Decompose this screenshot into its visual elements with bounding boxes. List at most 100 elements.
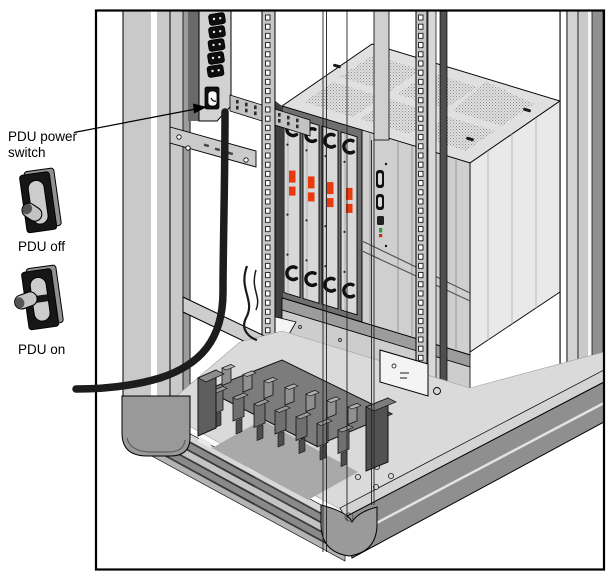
- floor-screw: [372, 483, 380, 491]
- switch-paddle-off: [21, 202, 43, 222]
- bracket-hole: [287, 115, 290, 120]
- switch-mark: [210, 97, 217, 102]
- bracket-screw-hole: [176, 134, 182, 140]
- floor-screw: [354, 473, 362, 481]
- frame-right-dark: [591, 10, 604, 401]
- bracket-hole: [254, 105, 257, 110]
- interior-rail: [359, 239, 471, 294]
- rack-frame-right: [559, 10, 605, 401]
- frame-right-white: [561, 11, 566, 400]
- frame-right-stripe: [588, 11, 592, 400]
- dsub-inner: [378, 197, 382, 207]
- pdu-outlet: [206, 50, 226, 66]
- paddle-tip: [15, 297, 25, 309]
- panel-screw: [298, 325, 302, 329]
- pdu-outlet: [206, 63, 225, 79]
- dsub-inner: [378, 173, 382, 185]
- box-screw: [433, 387, 441, 395]
- breaker-endcap-left-top: [197, 369, 225, 383]
- rack-frame-left: [122, 10, 191, 401]
- callout-text-line1: PDU power: [8, 129, 78, 144]
- frame-right-band: [568, 11, 577, 400]
- signal-cable: [253, 269, 259, 311]
- bracket-holes: [236, 99, 299, 129]
- bracket-mark: [203, 143, 210, 148]
- mounting-rail-right-holes: [416, 11, 427, 460]
- interior-rail: [359, 249, 471, 302]
- vent-panel: [453, 81, 534, 126]
- vent-panel: [417, 116, 495, 151]
- box-detail: [391, 363, 397, 369]
- latch-mark: [466, 136, 474, 142]
- bracket-hole: [254, 111, 257, 116]
- io-panel: [369, 134, 457, 349]
- small-connector: [377, 216, 384, 225]
- bracket-hole: [296, 118, 299, 123]
- pdu-shadow: [188, 11, 199, 121]
- front-rail: [373, 10, 390, 141]
- breaker-shadow: [212, 420, 358, 500]
- chassis-side-panel: [469, 100, 561, 353]
- bracket-hole: [296, 124, 299, 129]
- base-left-foot-lip: [126, 437, 186, 453]
- corner-cap-hole: [344, 512, 354, 522]
- floor-screw: [387, 472, 395, 480]
- switch-on-icon: [14, 264, 64, 331]
- bracket-hole: [245, 108, 248, 113]
- rail-band-dark: [439, 10, 448, 416]
- signal-cable: [243, 265, 258, 342]
- rack-base: [121, 330, 605, 562]
- figure-border: [94, 9, 606, 571]
- latch-mark: [523, 107, 531, 113]
- frame-left-stripe: [151, 11, 157, 400]
- leader-line: [73, 108, 197, 134]
- bracket-hole: [278, 113, 281, 117]
- base-corner-cap: [320, 504, 378, 557]
- bracket-hole: [236, 105, 239, 110]
- switch-rocker: [207, 90, 218, 107]
- bracket-hole: [287, 121, 290, 126]
- box-detail: [400, 372, 409, 374]
- electrical-box: [379, 349, 441, 397]
- callout-pdu-power-switch: PDU power switch: [8, 103, 207, 160]
- cage-left-edge: [274, 100, 282, 335]
- panel-edges: [322, 11, 375, 552]
- blade: [282, 112, 302, 300]
- switch-paddle-on: [14, 291, 38, 310]
- latch-mark: [333, 63, 341, 69]
- pdu-power-switch: [204, 86, 220, 110]
- circuit-breakers: [197, 359, 397, 500]
- blade: [301, 118, 321, 305]
- base-left-foot: [121, 395, 191, 457]
- vent-panel: [304, 82, 382, 117]
- label-pdu-off: PDU off: [18, 239, 65, 254]
- io-screw: [384, 162, 388, 166]
- label-pdu-on: PDU on: [18, 342, 65, 357]
- blade: [339, 130, 359, 317]
- pdu-outlet: [207, 37, 226, 53]
- io-screw: [384, 244, 388, 248]
- rail-band: [427, 10, 437, 412]
- bracket-mark: [227, 151, 234, 156]
- led-red: [379, 234, 383, 238]
- bracket-mark: [214, 147, 221, 152]
- paddle-tip: [22, 203, 33, 215]
- base-rail-stripe: [349, 401, 605, 539]
- bracket-screw-hole: [185, 145, 191, 151]
- panel-screw: [338, 338, 342, 342]
- led-green: [379, 228, 383, 233]
- bracket-hole: [236, 99, 239, 104]
- callout-text-line2: switch: [8, 145, 46, 160]
- power-cable: [72, 108, 229, 393]
- switch-off-icon: [19, 167, 62, 234]
- pdu-outlet: [207, 24, 227, 40]
- bracket-hole: [278, 119, 281, 123]
- bracket-screw-hole: [243, 157, 249, 163]
- bracket-hole: [245, 102, 248, 107]
- leader-arrowhead: [193, 103, 207, 114]
- molding-notch: [197, 436, 213, 448]
- blade: [320, 124, 340, 311]
- box-detail: [400, 377, 407, 379]
